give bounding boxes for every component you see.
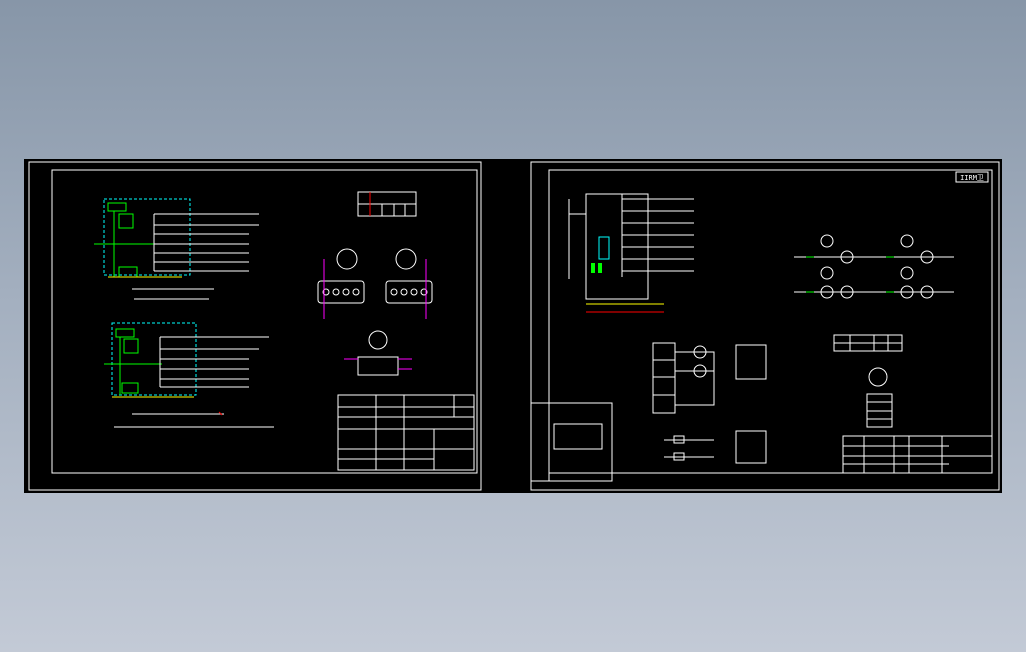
lamp-symbol <box>900 266 914 280</box>
connector-symbol <box>395 248 417 270</box>
connector-symbol <box>868 367 888 387</box>
plug-connector <box>385 280 433 304</box>
relay-contact <box>591 263 595 273</box>
control-coil <box>123 338 139 354</box>
left-sheet-outer-frame <box>28 161 482 491</box>
left-sheet-inner-frame <box>51 169 478 474</box>
connector-symbol <box>368 330 388 350</box>
plug-connector <box>357 356 399 376</box>
control-coil <box>118 213 134 229</box>
control-relay <box>115 328 135 338</box>
relay-coil <box>553 423 603 450</box>
right-sheet-outer-frame <box>530 161 1000 491</box>
left-terminal-table <box>357 191 417 217</box>
right-middle-circuit <box>652 334 903 464</box>
plug-connector <box>317 280 365 304</box>
connector-symbol <box>336 248 358 270</box>
resistor <box>673 435 685 444</box>
corner-label: IIRM卫 <box>960 174 984 182</box>
resistor <box>673 452 685 461</box>
left-title-block <box>337 394 475 471</box>
corner-label-box <box>955 171 989 183</box>
right-upper-schematic <box>568 193 694 313</box>
relay-contact <box>121 382 139 394</box>
indicator-lamps <box>794 234 954 299</box>
lamp-symbol <box>820 266 834 280</box>
contactor <box>598 236 610 260</box>
control-box-outline <box>103 198 191 276</box>
device-box <box>735 430 767 464</box>
left-lower-schematic <box>104 322 274 428</box>
warning-mark <box>218 411 223 416</box>
relay-block <box>530 402 613 482</box>
cad-drawing-canvas[interactable]: IIRM卫 <box>24 159 1002 493</box>
left-upper-schematic <box>94 198 259 300</box>
right-sheet-inner-frame <box>548 169 993 474</box>
right-left-block <box>530 402 613 482</box>
lamp-symbol <box>693 345 707 359</box>
left-sheet <box>28 161 482 491</box>
right-title-block <box>842 435 993 474</box>
left-connectors <box>317 248 433 376</box>
device-box <box>735 344 767 380</box>
title-block <box>842 435 993 474</box>
terminal-strip <box>652 342 676 414</box>
title-block <box>337 394 475 471</box>
relay-contact <box>598 263 602 273</box>
lamp-symbol <box>820 234 834 248</box>
lamp-symbol <box>900 234 914 248</box>
control-relay <box>107 202 127 212</box>
right-sheet: IIRM卫 <box>530 161 1000 491</box>
